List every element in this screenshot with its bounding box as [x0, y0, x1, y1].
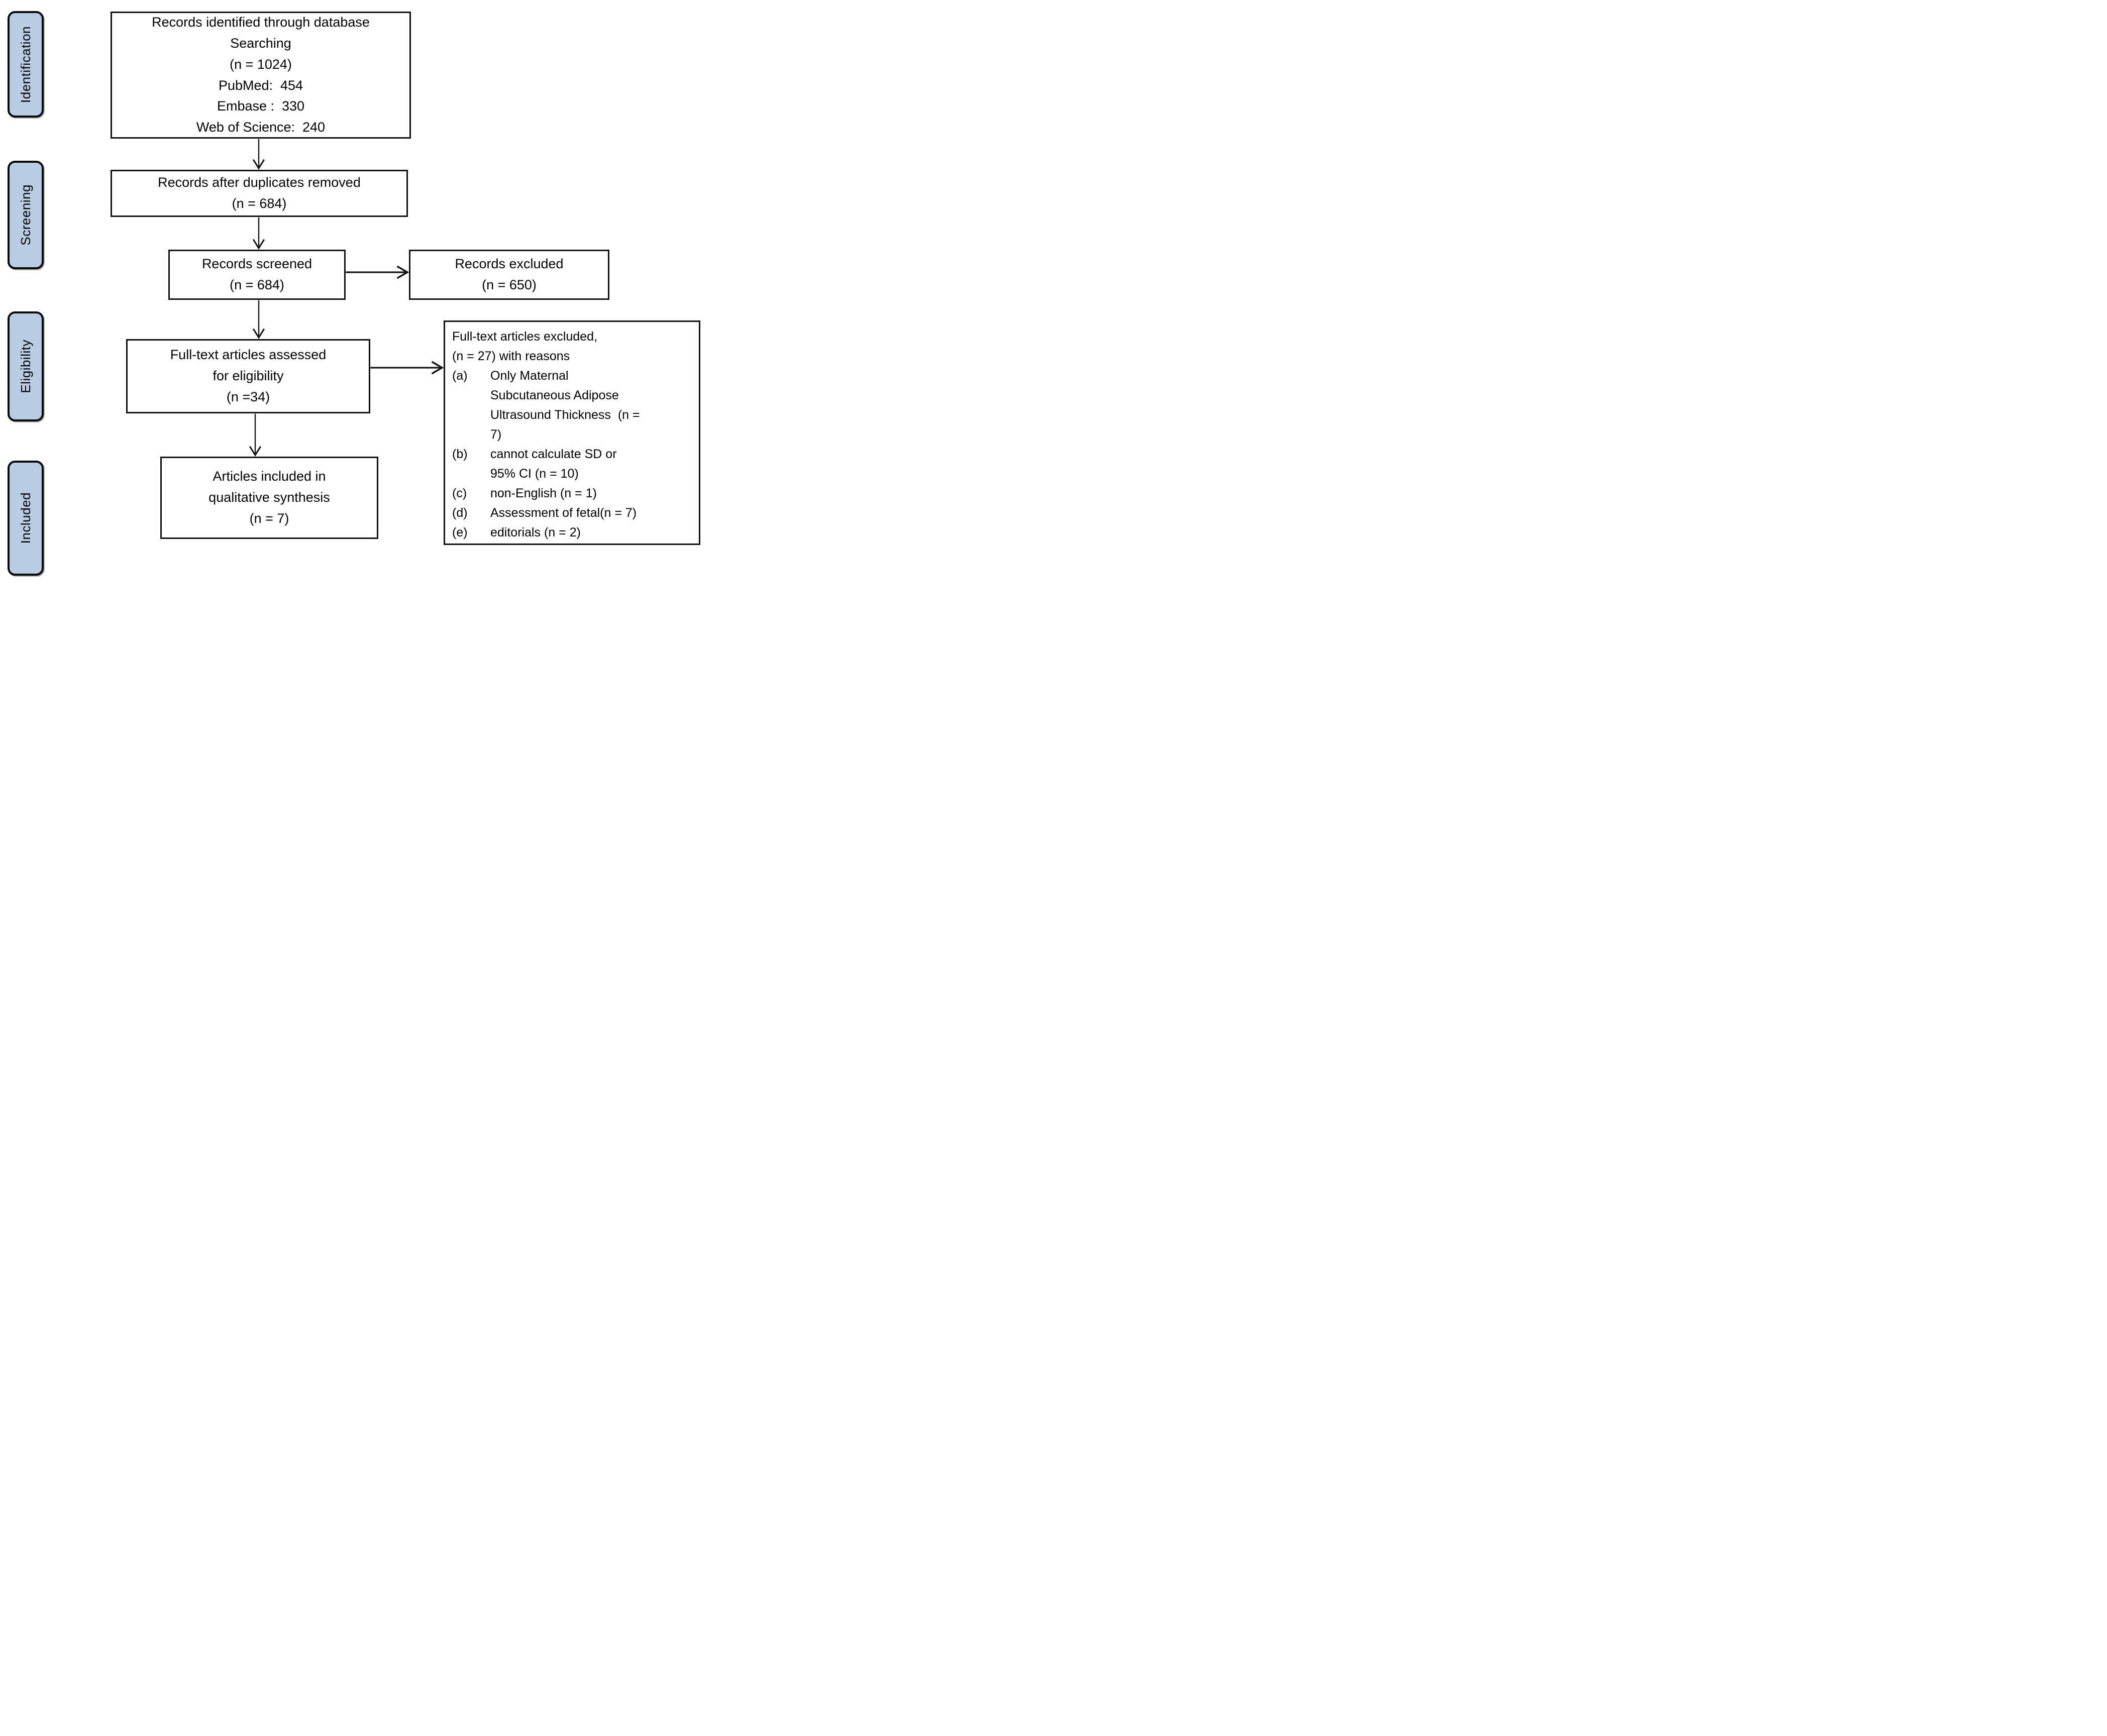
box-after-duplicates: Records after duplicates removed (n = 68…: [111, 170, 408, 217]
box-records-identified-line: PubMed: 454: [218, 77, 303, 93]
box-fulltext-assessed: Full-text articles assessed for eligibil…: [126, 339, 370, 413]
arrow-screened-to-excluded: [346, 265, 409, 279]
reason-line: Ultrasound Thickness (n =: [490, 408, 640, 422]
reasons-title-line: Full-text articles excluded,: [452, 330, 598, 344]
reason-item-c-label: (c): [452, 486, 467, 500]
box-records-identified-line: Web of Science: 240: [196, 120, 326, 135]
reason-item-b-text: cannot calculate SD or 95% CI (n = 10): [490, 445, 694, 484]
reason-item-a-label: (a): [452, 369, 468, 383]
box-records-screened-line: Records screened: [201, 256, 312, 272]
box-records-identified: Records identified through database Sear…: [111, 12, 411, 139]
box-records-excluded-line: Records excluded: [455, 256, 564, 272]
reason-item-d: (d) Assessment of fetal(n = 7): [452, 503, 694, 523]
box-records-identified-line: (n = 1024): [230, 56, 292, 72]
reason-item-b: (b) cannot calculate SD or 95% CI (n = 1…: [452, 445, 694, 484]
reason-line: 7): [490, 427, 502, 442]
box-articles-included-line: qualitative synthesis: [208, 490, 330, 505]
reason-line: 95% CI (n = 10): [490, 467, 579, 481]
reason-line: cannot calculate SD or: [490, 447, 617, 461]
box-after-duplicates-line: (n = 684): [232, 196, 287, 211]
reason-item-e-text: editorials (n = 2): [490, 523, 694, 542]
reason-line: Assessment of fetal(n = 7): [490, 506, 637, 520]
box-records-identified-line: Searching: [230, 35, 291, 51]
reason-item-b-label: (b): [452, 447, 468, 461]
box-fulltext-assessed-line: for eligibility: [213, 368, 284, 384]
reason-item-d-label: (d): [452, 506, 468, 520]
box-records-identified-line: Embase : 330: [217, 98, 305, 114]
reason-item-c-text: non-English (n = 1): [490, 484, 694, 503]
reason-item-c: (c) non-English (n = 1): [452, 484, 694, 503]
arrow-fulltext-to-reasons: [370, 361, 444, 375]
prisma-flow-diagram: Identification Screening Eligibility Inc…: [0, 0, 702, 579]
stage-label-included: Included: [8, 461, 44, 576]
reason-item-a: (a) Only Maternal Subcutaneous Adipose U…: [452, 366, 694, 445]
reason-line: non-English (n = 1): [490, 486, 597, 500]
reason-item-e-label: (e): [452, 525, 468, 539]
box-records-identified-line: Records identified through database: [152, 14, 370, 30]
arrow-identified-to-duplicates: [252, 139, 265, 170]
reason-item-e: (e) editorials (n = 2): [452, 523, 694, 542]
arrow-screened-to-fulltext: [252, 300, 265, 339]
box-fulltext-assessed-line: (n =34): [226, 389, 270, 404]
stage-label-included-text: Included: [18, 492, 33, 544]
reasons-title-line: (n = 27) with reasons: [452, 349, 570, 363]
box-articles-included-line: Articles included in: [213, 469, 326, 484]
stage-label-identification-text: Identification: [18, 26, 33, 103]
box-articles-included: Articles included in qualitative synthes…: [160, 457, 378, 539]
stage-label-eligibility-text: Eligibility: [18, 340, 33, 393]
reason-item-a-text: Only Maternal Subcutaneous Adipose Ultra…: [490, 366, 694, 445]
box-after-duplicates-line: Records after duplicates removed: [158, 175, 361, 190]
box-articles-included-line: (n = 7): [249, 510, 289, 526]
box-fulltext-excluded-reasons: Full-text articles excluded, (n = 27) wi…: [444, 320, 700, 545]
box-fulltext-assessed-line: Full-text articles assessed: [170, 347, 327, 363]
reason-line: Subcutaneous Adipose: [490, 388, 619, 402]
arrow-fulltext-to-included: [249, 413, 262, 457]
stage-label-screening-text: Screening: [18, 184, 33, 246]
reason-item-d-text: Assessment of fetal(n = 7): [490, 503, 694, 523]
arrow-duplicates-to-screened: [252, 217, 265, 250]
reason-line: editorials (n = 2): [490, 525, 581, 539]
box-records-screened-line: (n = 684): [230, 277, 284, 292]
stage-label-screening: Screening: [8, 161, 44, 269]
box-records-excluded-line: (n = 650): [482, 277, 537, 292]
box-records-excluded: Records excluded (n = 650): [409, 250, 609, 300]
box-records-screened: Records screened (n = 684): [168, 250, 346, 300]
stage-label-identification: Identification: [8, 11, 44, 118]
stage-label-eligibility: Eligibility: [8, 311, 44, 421]
reason-line: Only Maternal: [490, 369, 569, 383]
